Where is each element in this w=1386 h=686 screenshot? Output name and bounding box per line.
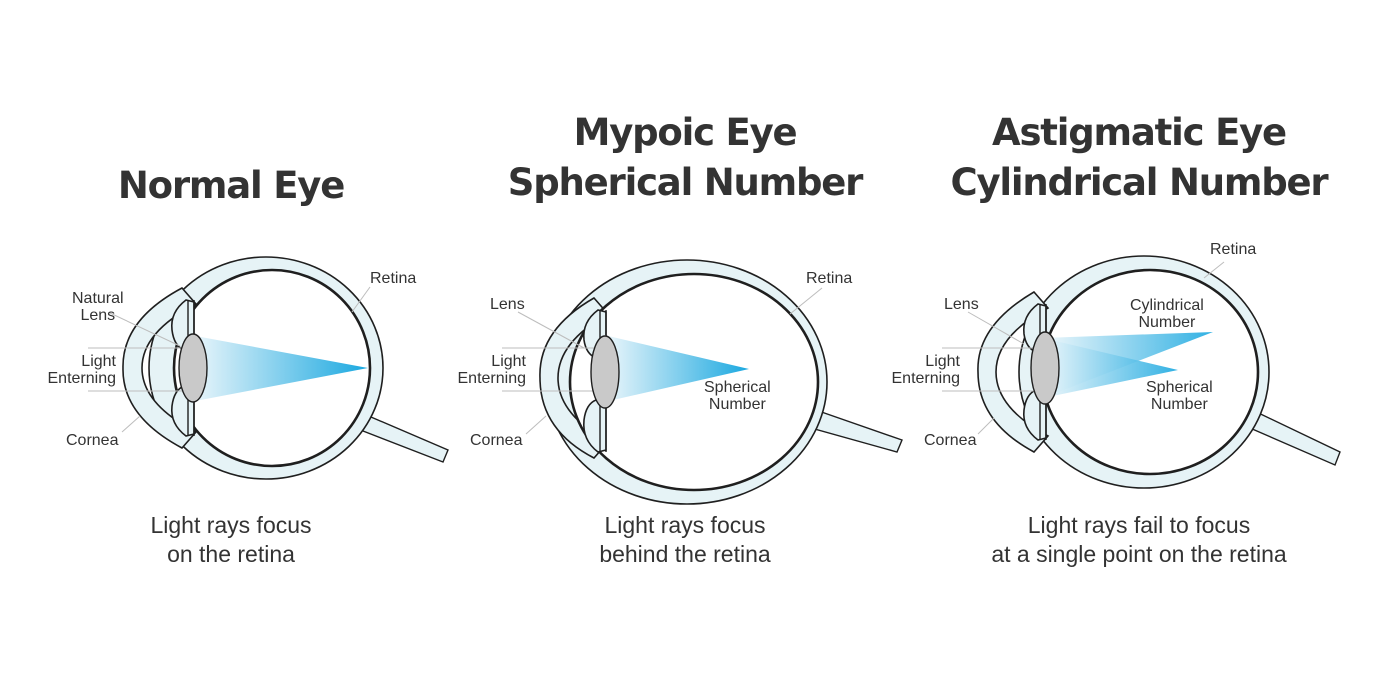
label-retina: Retina xyxy=(806,270,853,287)
panel-title: Mypoic Eye Spherical Number xyxy=(454,108,916,208)
label-light-entering: Light Enterning xyxy=(457,353,527,387)
natural-lens xyxy=(178,333,208,403)
label-spherical-number: Spherical Number xyxy=(1146,379,1213,413)
cornea xyxy=(539,296,610,459)
panel-caption: Light rays fail to focus at a single poi… xyxy=(991,512,1287,567)
panel-normal-eye: Normal Eye Natural Lens xyxy=(0,0,462,686)
panel-caption: Light rays focus behind the retina xyxy=(599,512,771,567)
label-spherical-number: Spherical Number xyxy=(704,379,771,413)
label-cornea: Cornea xyxy=(924,432,977,449)
lens xyxy=(1030,331,1060,405)
label-light-entering: Light Enterning xyxy=(47,353,117,387)
label-lens: Lens xyxy=(944,296,979,313)
panel-myopic-eye: Mypoic Eye Spherical Number Lens Light E… xyxy=(454,0,916,686)
light-rays xyxy=(604,335,749,402)
light-rays xyxy=(190,335,368,402)
eye-diagram xyxy=(88,256,449,480)
eye-diagram xyxy=(942,255,1341,489)
label-lens: Lens xyxy=(490,296,525,313)
cornea xyxy=(977,290,1050,454)
title-line-2: Spherical Number xyxy=(507,161,864,204)
title-line-1: Mypoic Eye xyxy=(573,111,798,154)
title-line-2: Cylindrical Number xyxy=(950,161,1329,204)
eye-inner-chamber xyxy=(568,272,820,492)
label-retina: Retina xyxy=(370,270,417,287)
label-lens: Natural Lens xyxy=(72,290,124,324)
panel-title: Astigmatic Eye Cylindrical Number xyxy=(908,108,1370,208)
label-retina: Retina xyxy=(1210,241,1257,258)
label-cornea: Cornea xyxy=(66,432,119,449)
eye-diagram xyxy=(502,259,903,505)
label-cornea: Cornea xyxy=(470,432,523,449)
light-rays-spherical xyxy=(1043,338,1178,398)
lens xyxy=(590,335,620,409)
label-light-entering: Light Enterning xyxy=(891,353,961,387)
panel-caption: Light rays focus on the retina xyxy=(150,512,312,567)
title-line-1: Normal Eye xyxy=(117,164,345,207)
title-line-1: Astigmatic Eye xyxy=(992,111,1287,154)
panel-astigmatic-eye: Astigmatic Eye Cylindrical Number Lens xyxy=(892,0,1370,686)
label-cylindrical-number: Cylindrical Number xyxy=(1130,297,1204,331)
panel-title: Normal Eye xyxy=(0,161,462,211)
